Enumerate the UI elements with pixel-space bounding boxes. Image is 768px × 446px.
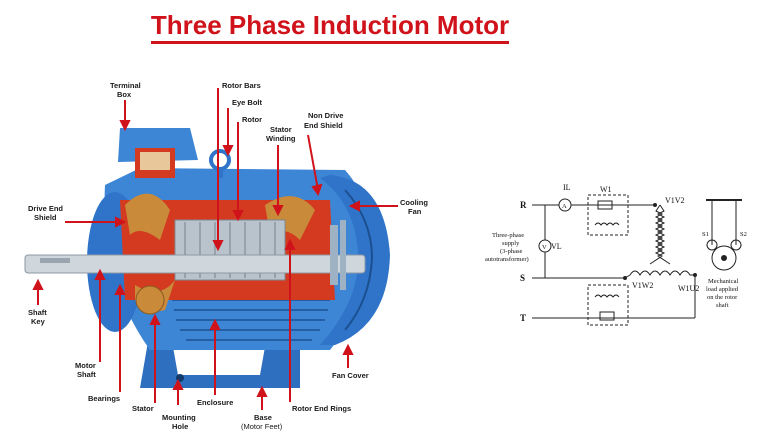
- label-voltmeter: V: [542, 244, 547, 251]
- motor-shaft: [24, 254, 366, 274]
- delta-winding-bottom: [629, 270, 695, 276]
- label-fan-cover: Fan Cover: [332, 371, 369, 380]
- label-cooling-fan-2: Fan: [408, 207, 422, 216]
- label-rotor-end-rings: Rotor End Rings: [292, 404, 351, 413]
- label-eye-bolt: Eye Bolt: [232, 98, 263, 107]
- label-mech-2: load applied: [706, 286, 739, 293]
- circuit-labels: R S T IL VL A V W1 V1V2 V1W2 W1U2 Three-…: [485, 183, 747, 323]
- shaft-key: [40, 258, 70, 263]
- label-line-r: R: [520, 200, 527, 210]
- label-stator: Stator: [132, 404, 154, 413]
- page-title: Three Phase Induction Motor: [0, 10, 660, 44]
- label-bearings: Bearings: [88, 394, 120, 403]
- label-supply-2: supply: [502, 240, 520, 247]
- label-mech-4: shaft: [716, 302, 729, 309]
- label-drive-end-1: Drive End: [28, 204, 63, 213]
- label-drive-end-2: Shield: [34, 213, 57, 222]
- motor-labels: Terminal Box Rotor Bars Eye Bolt Rotor S…: [28, 81, 428, 431]
- label-rotor: Rotor: [242, 115, 262, 124]
- label-base-2: (Motor Feet): [241, 422, 283, 431]
- label-mounting-hole-2: Hole: [172, 422, 188, 431]
- fan-cover: [320, 175, 390, 345]
- label-stator-winding-1: Stator: [270, 125, 292, 134]
- label-cooling-fan-1: Cooling: [400, 198, 428, 207]
- label-s1: S1: [702, 231, 709, 238]
- label-non-drive-1: Non Drive: [308, 111, 343, 120]
- label-enclosure: Enclosure: [197, 398, 233, 407]
- label-w1u2: W1U2: [678, 284, 699, 293]
- label-rotor-bars: Rotor Bars: [222, 81, 261, 90]
- label-supply-3: (3-phase: [500, 248, 522, 255]
- spring-balance-s1: [706, 239, 718, 251]
- label-supply-1: Three-phase: [492, 232, 524, 239]
- label-supply-4: autotransformer): [485, 256, 529, 263]
- label-mech-1: Mechanical: [708, 278, 739, 285]
- label-line-s: S: [520, 273, 525, 283]
- label-terminal-box-2: Box: [117, 90, 132, 99]
- ammeter: [558, 198, 572, 212]
- label-motor-shaft-2: Shaft: [77, 370, 96, 379]
- wattmeter-w1-box: [587, 194, 629, 236]
- label-mech-3: on the rotor: [707, 294, 738, 301]
- label-voltage: VL: [551, 242, 562, 251]
- label-shaft-key-1: Shaft: [28, 308, 47, 317]
- bearing: [135, 285, 165, 315]
- label-stator-winding-2: Winding: [266, 134, 296, 143]
- label-terminal-box-1: Terminal: [110, 81, 141, 90]
- label-non-drive-2: End Shield: [304, 121, 343, 130]
- cooling-fan: [330, 220, 346, 290]
- label-line-t: T: [520, 313, 526, 323]
- label-current: IL: [563, 183, 571, 192]
- eye-bolt: [209, 149, 231, 171]
- delta-winding-right: [656, 204, 671, 265]
- label-base-1: Base: [254, 413, 272, 422]
- label-s2: S2: [740, 231, 747, 238]
- label-w1: W1: [600, 185, 612, 194]
- delta-winding-left: [649, 204, 664, 265]
- label-ammeter: A: [562, 203, 567, 210]
- label-v1v2: V1V2: [665, 196, 685, 205]
- label-mounting-hole-1: Mounting: [162, 413, 196, 422]
- circuit-diagram: [532, 194, 742, 326]
- rotor-pulley: [711, 245, 737, 271]
- pointer-lines: [32, 88, 398, 410]
- motor-illustration: [24, 128, 390, 388]
- label-motor-shaft-1: Motor: [75, 361, 96, 370]
- wattmeter-w2-box: [587, 284, 629, 326]
- label-shaft-key-2: Key: [31, 317, 46, 326]
- label-v1w2: V1W2: [632, 281, 653, 290]
- title-text: Three Phase Induction Motor: [150, 10, 510, 44]
- voltmeter: [538, 239, 552, 253]
- spring-balance-s2: [730, 239, 742, 251]
